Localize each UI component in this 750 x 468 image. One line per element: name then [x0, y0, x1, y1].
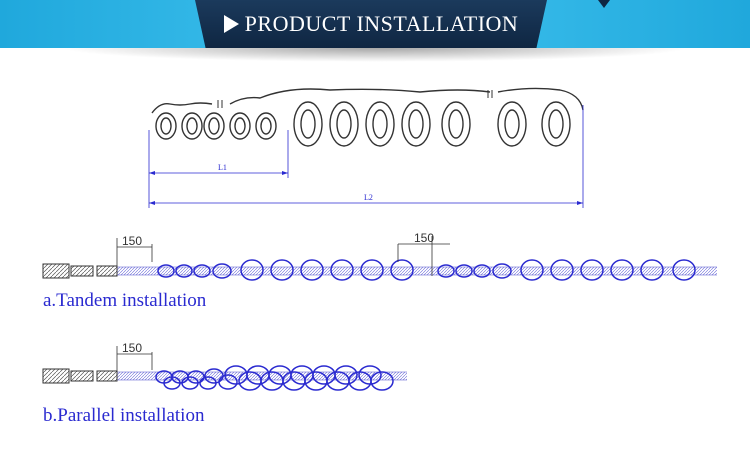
- dimension-l1-label: L1: [218, 163, 227, 172]
- parallel-caption: b.Parallel installation: [43, 405, 205, 426]
- tandem-caption: a.Tandem installation: [43, 290, 207, 311]
- parallel-offset-dims: [116, 346, 153, 381]
- dimension-l2-label: L2: [364, 193, 373, 202]
- tandem-offset-dims: [116, 236, 450, 276]
- header-notch: [598, 0, 610, 8]
- helix-top-arc: [151, 87, 584, 114]
- tandem-helix-2: [437, 259, 696, 281]
- helix-large-loops: [293, 101, 571, 147]
- tandem-helix-1: [157, 259, 414, 281]
- helix-small-loops: [155, 112, 277, 140]
- tandem-offset-label-2: 150: [414, 231, 434, 245]
- play-arrow-icon: [223, 15, 239, 33]
- dimension-lines: [148, 105, 584, 208]
- helical-rod-drawing: [151, 87, 584, 147]
- header-title-wrap: PRODUCT INSTALLATION: [195, 0, 547, 48]
- tandem-conductor: [42, 263, 717, 279]
- parallel-helix: [155, 365, 394, 391]
- header-title-plate: [195, 0, 547, 48]
- header-shadow: [60, 48, 690, 62]
- tandem-offset-label-1: 150: [122, 234, 142, 248]
- parallel-offset-label: 150: [122, 341, 142, 355]
- page-title: PRODUCT INSTALLATION: [244, 11, 519, 36]
